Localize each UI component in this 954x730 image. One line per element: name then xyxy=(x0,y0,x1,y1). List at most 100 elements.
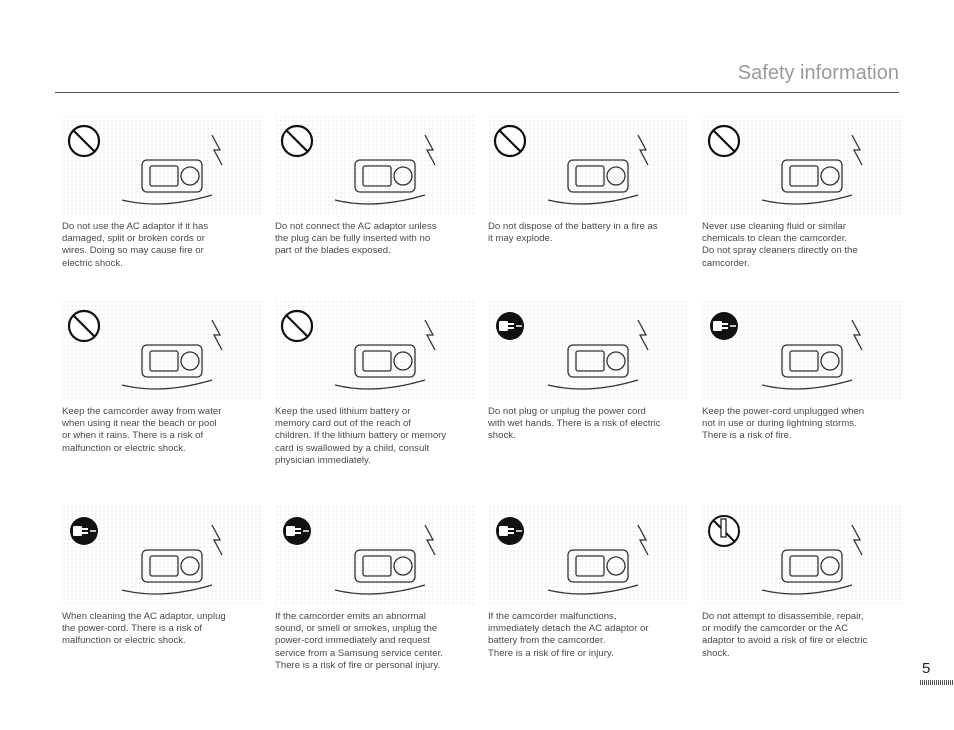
prohibition-symbol-icon xyxy=(67,309,101,343)
caption-line: adaptor to avoid a risk of fire or elect… xyxy=(702,635,868,647)
prohibition-symbol-icon xyxy=(280,124,314,158)
illustration xyxy=(275,115,475,215)
illustration xyxy=(702,505,902,605)
illustration xyxy=(275,505,475,605)
battery-in-fire-icon xyxy=(547,134,649,205)
header-divider xyxy=(55,92,899,93)
caption-line: Do not use the AC adaptor if it has xyxy=(62,221,209,232)
caption-line: If the camcorder malfunctions, xyxy=(488,611,617,622)
unplug-symbol-icon xyxy=(283,517,311,545)
unplug-symbol-icon xyxy=(496,312,524,340)
caption-line: sound, or smell or smokes, unplug the xyxy=(275,623,438,635)
illustration xyxy=(702,115,902,215)
page-number-stripe xyxy=(920,680,954,685)
prohibition-symbol-icon xyxy=(280,309,314,343)
caption-line: Keep the camcorder away from water xyxy=(62,406,222,417)
caption-line: part of the blades exposed. xyxy=(275,245,391,257)
illustration xyxy=(488,300,688,400)
caption-line: Do not dispose of the battery in a fire … xyxy=(488,221,658,232)
caption-line: Do not spray cleaners directly on the xyxy=(702,245,858,257)
caption-line: When cleaning the AC adaptor, unplug xyxy=(62,611,226,622)
caption-line: service from a Samsung service center. xyxy=(275,647,443,659)
caption-line: immediately detach the AC adaptor or xyxy=(488,623,649,635)
caption-line: malfunction or electric shock. xyxy=(62,442,186,454)
caption-line: shock. xyxy=(488,430,516,442)
prohibition-symbol-icon xyxy=(707,124,741,158)
caption-line: chemicals to clean the camcorder. xyxy=(702,233,848,245)
caption-line: There is a risk of fire or personal inju… xyxy=(275,659,441,671)
malfunction-unplug-icon xyxy=(547,524,649,595)
plug-partly-inserted-icon xyxy=(334,134,436,205)
caption-line: physician immediately. xyxy=(275,454,371,466)
prohibition-symbol-icon xyxy=(67,124,101,158)
unplug-symbol-icon xyxy=(70,517,98,545)
camcorder-rain-icon xyxy=(121,319,223,390)
caption-line: malfunction or electric shock. xyxy=(62,635,186,647)
caption-line: electric shock. xyxy=(62,257,123,269)
caption-line: damaged, split or broken cords or xyxy=(62,233,205,245)
child-battery-icon xyxy=(334,319,436,390)
caption-line: or modify the camcorder or the AC xyxy=(702,623,849,635)
prohibition-symbol-icon xyxy=(493,124,527,158)
caption-line: Keep the power-cord unplugged when xyxy=(702,406,865,417)
safety-caption: Do not dispose of the battery in a fire … xyxy=(488,221,688,245)
caption-line: There is a risk of fire. xyxy=(702,430,792,442)
smoking-camcorder-icon xyxy=(334,524,436,595)
caption-line: battery from the camcorder. xyxy=(488,635,606,647)
page-number: 5 xyxy=(922,660,931,677)
illustration xyxy=(702,300,902,400)
ac-adaptor-damaged-cord-icon xyxy=(121,134,223,205)
lightning-plug-icon xyxy=(761,319,863,390)
caption-line: children. If the lithium battery or memo… xyxy=(275,430,447,442)
caption-line: the plug can be fully inserted with no xyxy=(275,233,431,245)
safety-item: Do not attempt to disassemble, repair,or… xyxy=(702,505,902,660)
caption-line: Never use cleaning fluid or similar xyxy=(702,221,846,232)
safety-caption: If the camcorder malfunctions,immediatel… xyxy=(488,611,688,660)
unplug-symbol-icon xyxy=(496,517,524,545)
illustration xyxy=(62,115,262,215)
disassembly-screwdriver-icon xyxy=(761,524,863,595)
caption-line: camcorder. xyxy=(702,257,750,269)
caption-line: Do not connect the AC adaptor unless xyxy=(275,221,437,232)
caption-line: memory card out of the reach of xyxy=(275,418,411,430)
caption-line: it may explode. xyxy=(488,233,553,245)
caption-line: If the camcorder emits an abnormal xyxy=(275,611,426,622)
caption-line: with wet hands. There is a risk of elect… xyxy=(488,418,661,430)
caption-line: There is a risk of fire or injury. xyxy=(488,647,614,659)
caption-line: card is swallowed by a child, consult xyxy=(275,442,430,454)
caption-line: wires. Doing so may cause fire or xyxy=(62,245,204,257)
caption-line: Keep the used lithium battery or xyxy=(275,406,411,417)
caption-line: when using it near the beach or pool xyxy=(62,418,217,430)
illustration xyxy=(275,300,475,400)
illustration xyxy=(62,505,262,605)
unplug-symbol-icon xyxy=(710,312,738,340)
safety-caption: Do not attempt to disassemble, repair,or… xyxy=(702,611,902,660)
caption-line: or when it rains. There is a risk of xyxy=(62,430,204,442)
cleaning-adaptor-icon xyxy=(121,524,223,595)
illustration xyxy=(488,115,688,215)
caption-line: the power-cord. There is a risk of xyxy=(62,623,203,635)
caption-line: not in use or during lightning storms. xyxy=(702,418,857,430)
wet-hand-plug-icon xyxy=(547,319,649,390)
illustration xyxy=(62,300,262,400)
caption-line: Do not plug or unplug the power cord xyxy=(488,406,646,417)
spray-cleaner-icon xyxy=(761,134,863,205)
caption-line: power-cord immediately and request xyxy=(275,635,431,647)
safety-item: If the camcorder malfunctions,immediatel… xyxy=(488,505,688,660)
illustration xyxy=(488,505,688,605)
